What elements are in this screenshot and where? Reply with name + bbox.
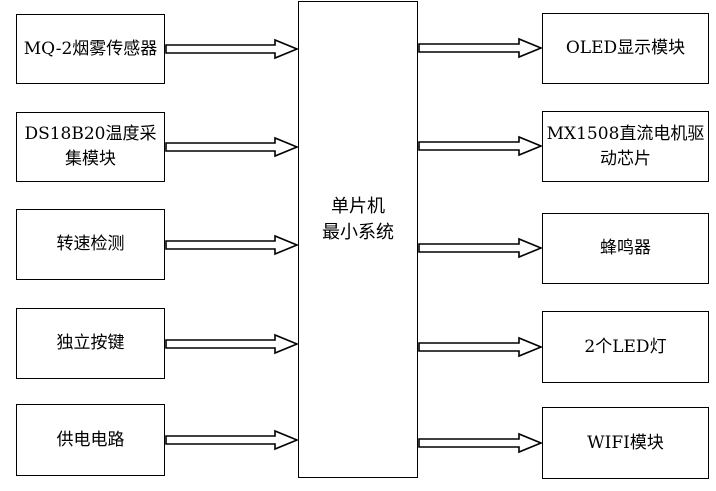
input-arrow-2 [165,136,300,158]
input-arrow-5 [165,429,300,451]
input-label-temperature-line2: 集模块 [64,149,116,169]
output-label-oled-display: OLED显示模块 [565,38,686,58]
output-box-led-lights: 2个LED灯 [542,311,709,383]
mcu-label-line2: 最小系统 [322,221,394,243]
output-label-motor-driver-line1: MX1508直流电机驱 [546,123,705,144]
output-box-motor-driver: MX1508直流电机驱 动芯片 [542,111,709,182]
output-arrow-3 [418,237,544,259]
input-box-power-supply: 供电电路 [16,404,165,476]
input-label-smoke-sensor: MQ-2烟雾传感器 [23,38,158,59]
input-box-smoke-sensor: MQ-2烟雾传感器 [16,14,165,84]
input-arrow-3 [165,234,300,256]
output-box-wifi-module: WIFI模块 [542,407,709,479]
output-label-wifi-module: WIFI模块 [587,432,664,453]
output-box-oled-display: OLED显示模块 [542,13,709,84]
input-label-speed-detection: 转速检测 [56,234,125,254]
mcu-label-line1: 单片机 [331,195,385,217]
input-arrow-4 [165,333,300,355]
input-box-speed-detection: 转速检测 [16,209,165,280]
output-label-buzzer: 蜂鸣器 [600,238,651,258]
output-label-led-lights: 2个LED灯 [584,336,667,357]
output-arrow-2 [418,135,544,157]
output-box-buzzer: 蜂鸣器 [542,213,709,284]
input-label-push-buttons: 独立按键 [56,333,125,353]
output-arrow-4 [418,336,544,358]
input-box-temperature-module: DS18B20温度采 集模块 [16,112,165,182]
input-label-power-supply: 供电电路 [56,429,125,450]
output-arrow-5 [418,432,544,454]
output-label-motor-driver-line2: 动芯片 [600,148,651,169]
input-label-temperature-line1: DS18B20温度采 [24,124,157,144]
input-box-push-buttons: 独立按键 [16,308,165,379]
input-arrow-1 [165,38,300,60]
mcu-minimum-system-box: 单片机 最小系统 [298,1,418,478]
output-arrow-1 [418,37,544,59]
